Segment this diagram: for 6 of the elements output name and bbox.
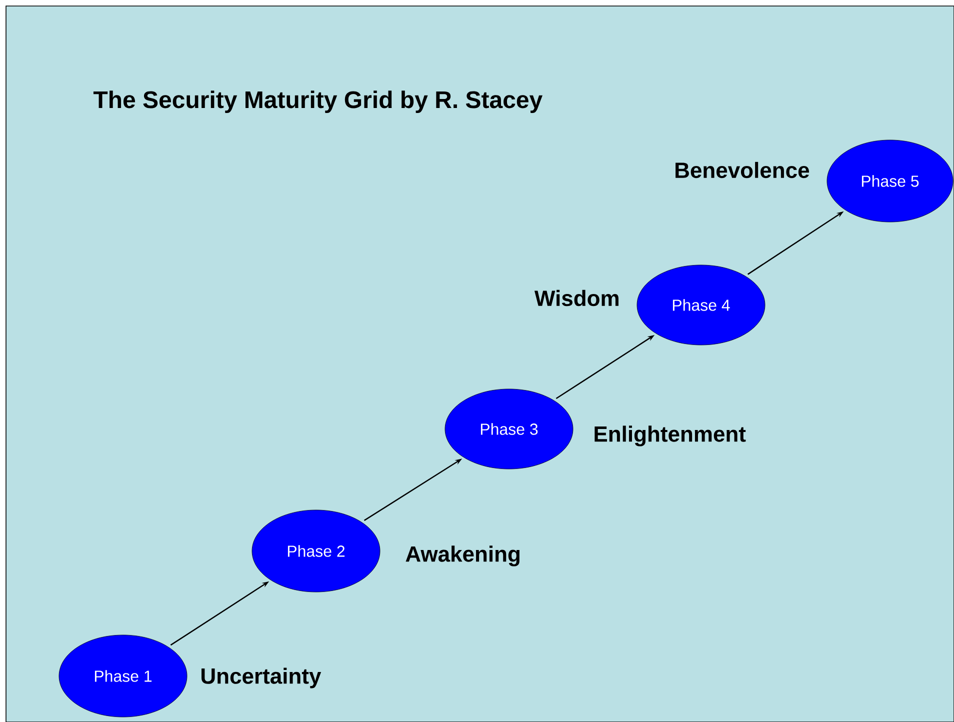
phase-name: Uncertainty	[202, 668, 322, 688]
phase-name: Wisdom	[534, 290, 618, 306]
title: The Security Maturity Grid by R. Stacey	[93, 90, 542, 113]
phase-name: Awakening	[406, 546, 520, 566]
phase-name: Enlightenment	[594, 426, 746, 446]
phase-name: Benevolence	[676, 162, 810, 178]
